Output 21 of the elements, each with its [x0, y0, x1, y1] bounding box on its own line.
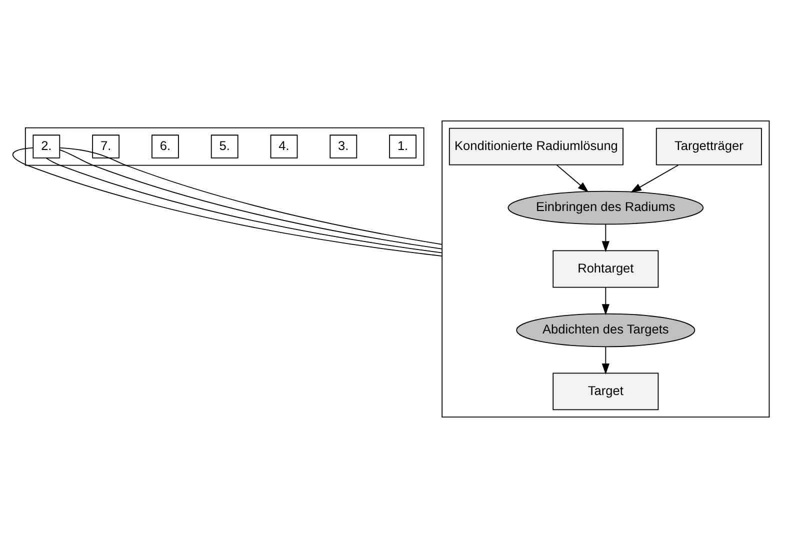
node-box: 1. [389, 134, 416, 158]
arrow [630, 164, 679, 193]
connector [12, 147, 443, 256]
node-box: 4. [270, 134, 298, 158]
node-box: Konditionierte Radiumlösung [448, 128, 624, 166]
node-box: Targetträger [656, 128, 762, 166]
arrow [602, 346, 610, 375]
node-box: 3. [330, 134, 358, 158]
node-box: Target [552, 372, 659, 410]
cluster [442, 120, 770, 418]
arrow [556, 164, 589, 192]
node-box: Rohtarget [552, 250, 659, 288]
node-box: 6. [152, 134, 179, 158]
node-ellipse: Abdichten des Targets [516, 313, 696, 348]
cluster [24, 127, 424, 166]
node-box: 2. [32, 134, 60, 158]
node-ellipse: Einbringen des Radiums [508, 190, 704, 225]
node-box: 5. [210, 134, 238, 158]
node-box: 7. [92, 134, 120, 158]
arrow [602, 224, 610, 252]
arrow [602, 286, 610, 316]
